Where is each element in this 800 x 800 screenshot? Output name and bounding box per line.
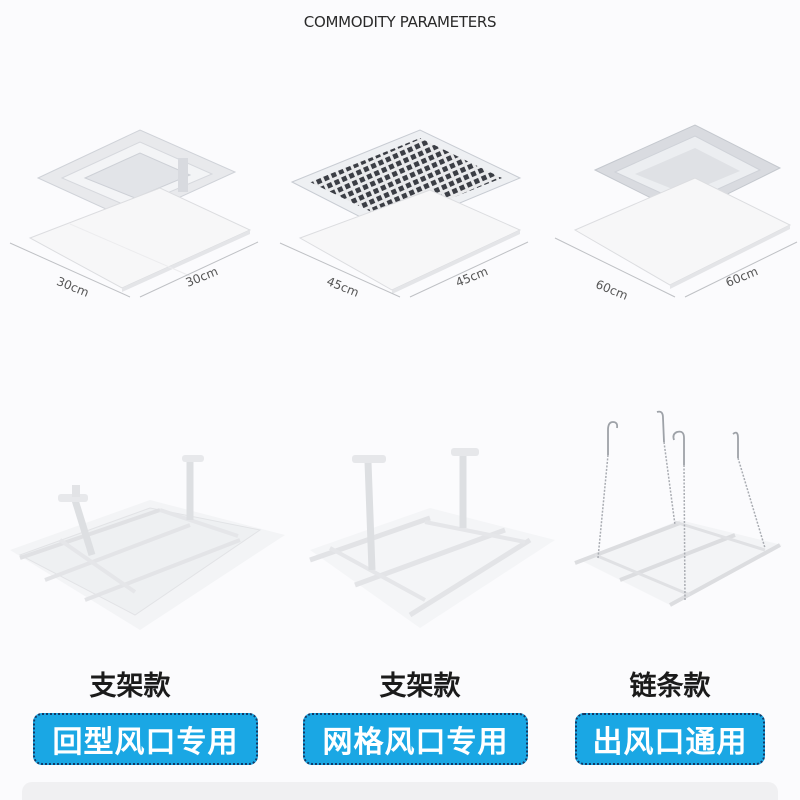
- chain-mount-illustration: [560, 400, 800, 630]
- usage-badge-grid-vent: 网格风口专用: [303, 713, 528, 765]
- mount-type-label-bracket-1: 支架款: [89, 671, 171, 702]
- diffuser-with-panel-illustration: [9, 129, 259, 298]
- bracket-mount-illustration-2: [300, 430, 560, 630]
- diffuser-with-panel-illustration: [554, 124, 798, 298]
- mount-type-label-bracket-2: 支架款: [379, 671, 461, 702]
- usage-badge-text: 出风口通用: [592, 725, 748, 760]
- product-panel-45cm: 45cm 45cm: [270, 120, 540, 330]
- bottom-strip: [22, 782, 778, 800]
- usage-badge-text: 回型风口专用: [52, 725, 239, 760]
- usage-badge-square-vent: 回型风口专用: [33, 713, 258, 765]
- page-title: COMMODITY PARAMETERS: [303, 13, 497, 31]
- grille-with-panel-illustration: [279, 129, 529, 298]
- mount-type-label-chain: 链条款: [629, 671, 711, 702]
- product-panel-60cm: 60cm 60cm: [535, 120, 800, 330]
- usage-badge-text: 网格风口专用: [322, 725, 509, 760]
- product-panel-30cm: 30cm 30cm: [0, 120, 270, 330]
- usage-badge-universal-vent: 出风口通用: [575, 713, 765, 765]
- bracket-mount-illustration-1: [0, 430, 290, 630]
